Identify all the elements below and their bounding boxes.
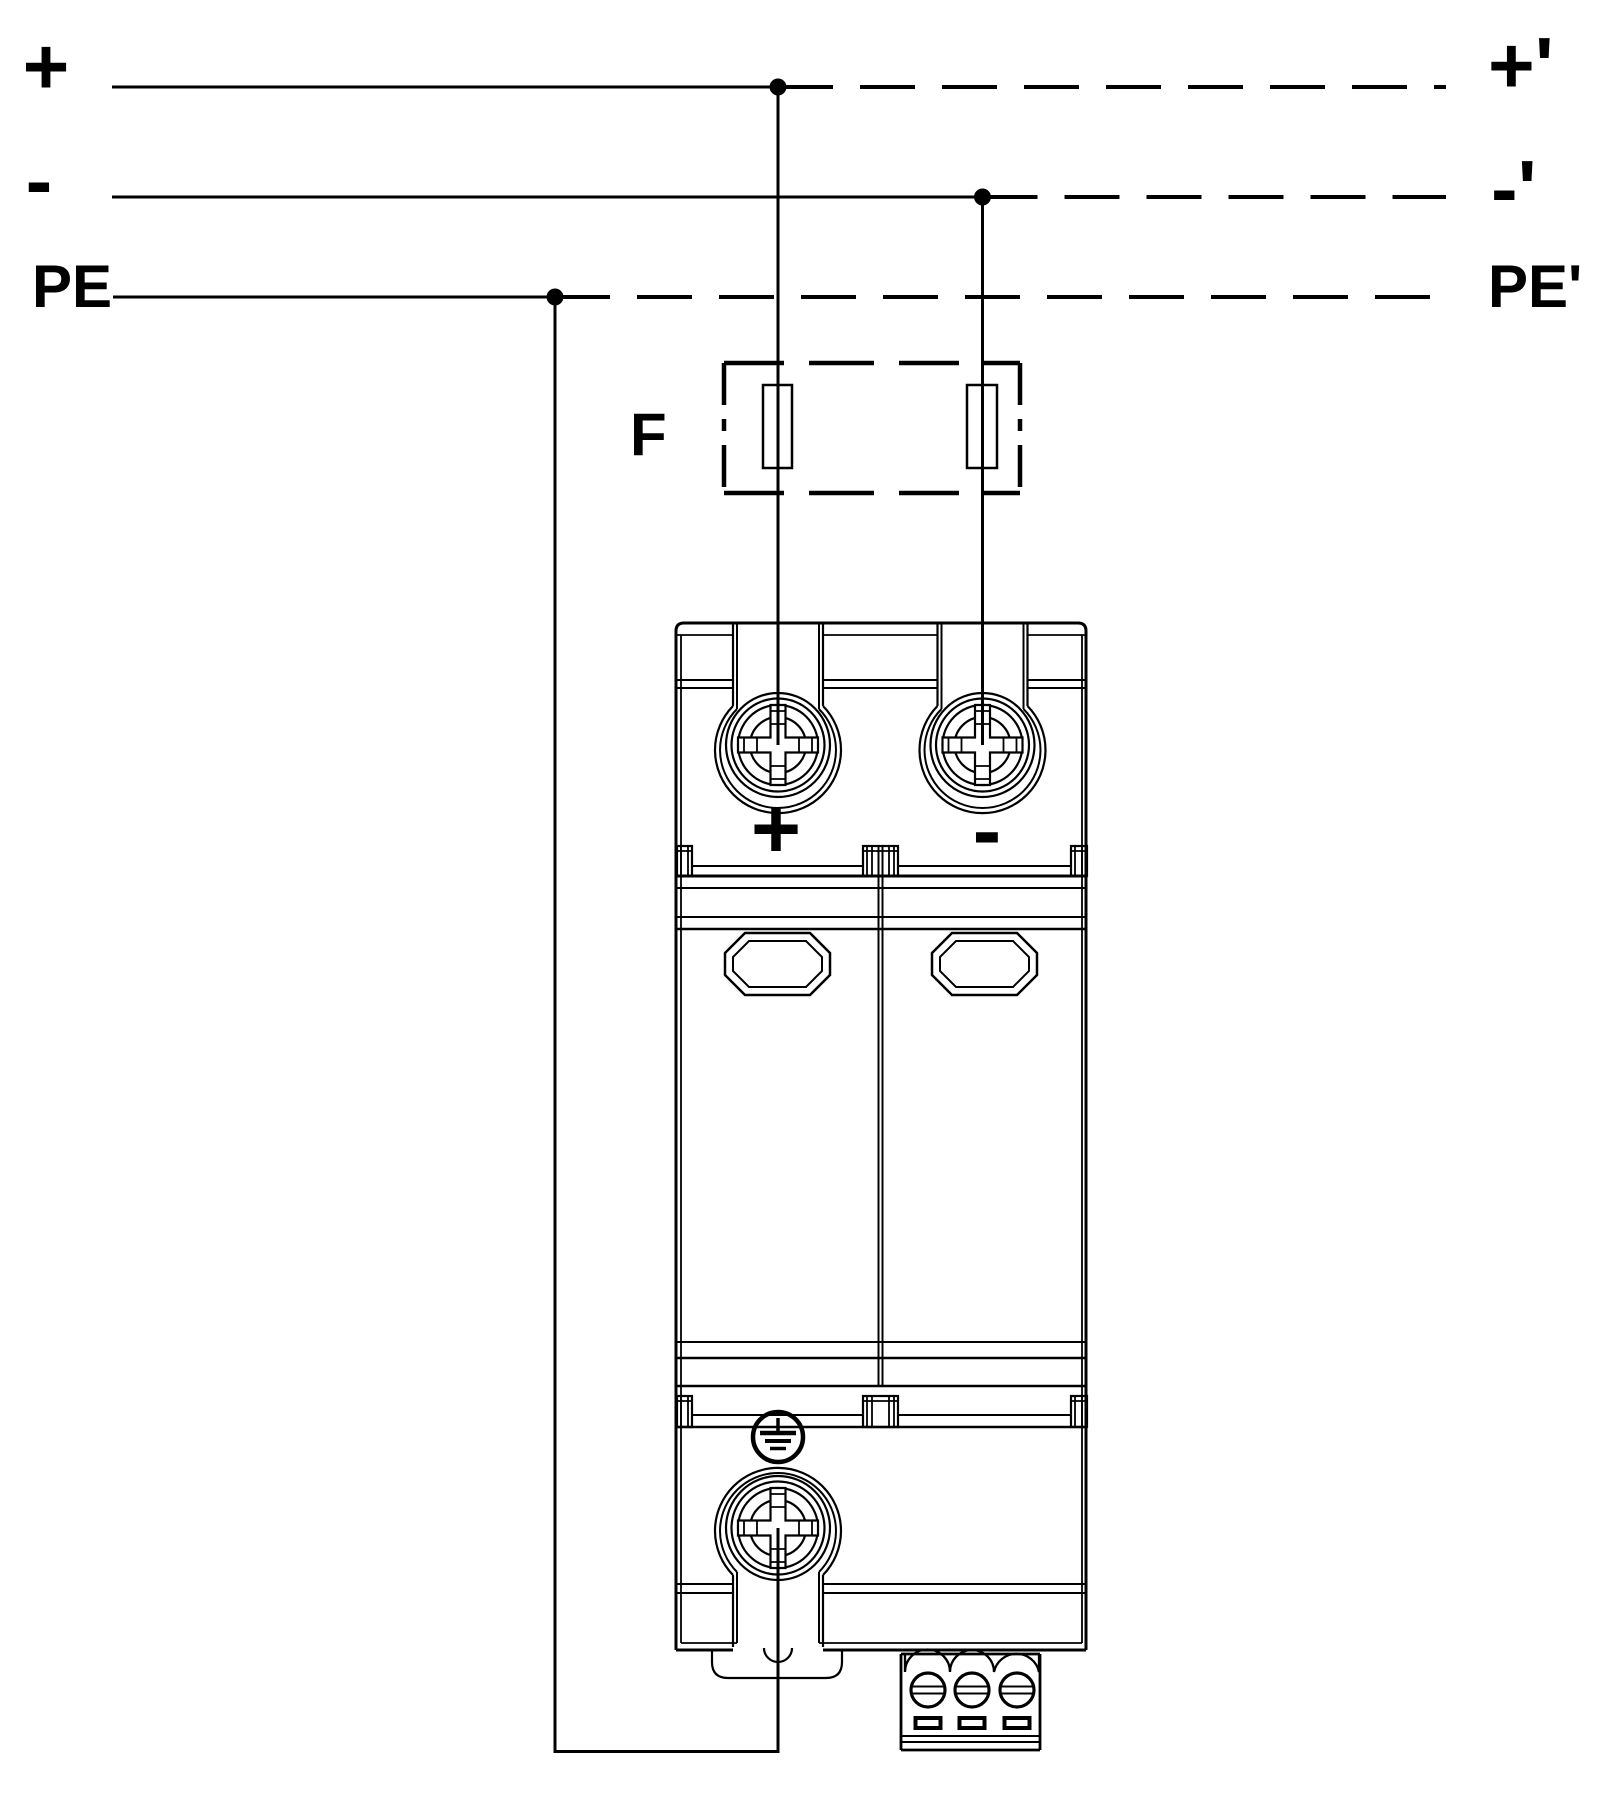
device-top-edge <box>674 621 1088 632</box>
bottom-terminal-block <box>899 1648 1042 1752</box>
device-minus-marking: - <box>973 783 1002 879</box>
device-case-outline <box>674 621 1088 1652</box>
tower-bulge-inner <box>719 1471 837 1573</box>
center-divider <box>877 846 884 1386</box>
label-input-plus: + <box>23 22 70 111</box>
terminal-tower-negative <box>918 623 1047 815</box>
tower-outer-sides <box>936 623 1029 706</box>
tower-outer-sides <box>731 623 825 706</box>
terminal-block-slots <box>913 1716 1032 1730</box>
terminal-block-outline <box>899 1652 1042 1752</box>
lower-clip-left <box>675 1394 694 1429</box>
terminal-tower-positive <box>713 623 843 815</box>
fuse-symbol: F <box>630 360 1023 496</box>
lower-seam <box>675 1341 1089 1429</box>
tower-inner-sides <box>940 623 1025 709</box>
junction-dot-plus <box>769 78 787 96</box>
terminal-block-scallop <box>903 1648 1041 1673</box>
tower-bulge-outer <box>713 1466 843 1576</box>
wire-pe-ground-loop <box>553 297 780 1753</box>
fuse-label: F <box>630 401 667 468</box>
tower-outer-sides <box>731 1575 825 1647</box>
tower-inner-sides <box>736 623 820 709</box>
wiring <box>112 78 1446 1753</box>
device-plus-marking: + <box>751 781 801 877</box>
line-labels: + - PE +' -' PE' <box>23 21 1583 320</box>
tower-bulge-inner <box>923 708 1042 810</box>
tower-bulge-inner <box>719 708 837 810</box>
lower-clip-center <box>861 1394 900 1429</box>
terminal-block-screws <box>909 1671 1036 1709</box>
spd-device: + - <box>674 621 1089 1752</box>
device-inner-edges <box>680 635 1083 1643</box>
module-seam <box>675 844 1089 1386</box>
label-input-minus: - <box>26 136 53 225</box>
seam-clip-center <box>861 844 900 878</box>
tower-inner-sides <box>736 1572 820 1643</box>
label-input-pe: PE <box>32 253 112 320</box>
device-top-rails <box>676 679 1086 689</box>
junction-dot-pe <box>546 288 564 306</box>
label-output-plus: +' <box>1488 21 1554 110</box>
seam-clip-right <box>1069 844 1089 878</box>
label-output-pe: PE' <box>1488 253 1582 320</box>
module-window-right <box>930 931 1039 997</box>
terminal-tower-ground <box>713 1466 843 1664</box>
module-window-left <box>723 931 832 997</box>
junction-dot-minus <box>974 188 991 206</box>
tower-bulge-outer <box>918 705 1047 815</box>
terminal-block-base-lines <box>901 1735 1040 1743</box>
label-output-minus: -' <box>1491 144 1537 233</box>
earth-symbol-icon <box>750 1409 806 1465</box>
seam-clip-left <box>675 844 694 878</box>
base-band-lines <box>676 1583 1086 1594</box>
tower-bulge-outer <box>713 705 843 815</box>
